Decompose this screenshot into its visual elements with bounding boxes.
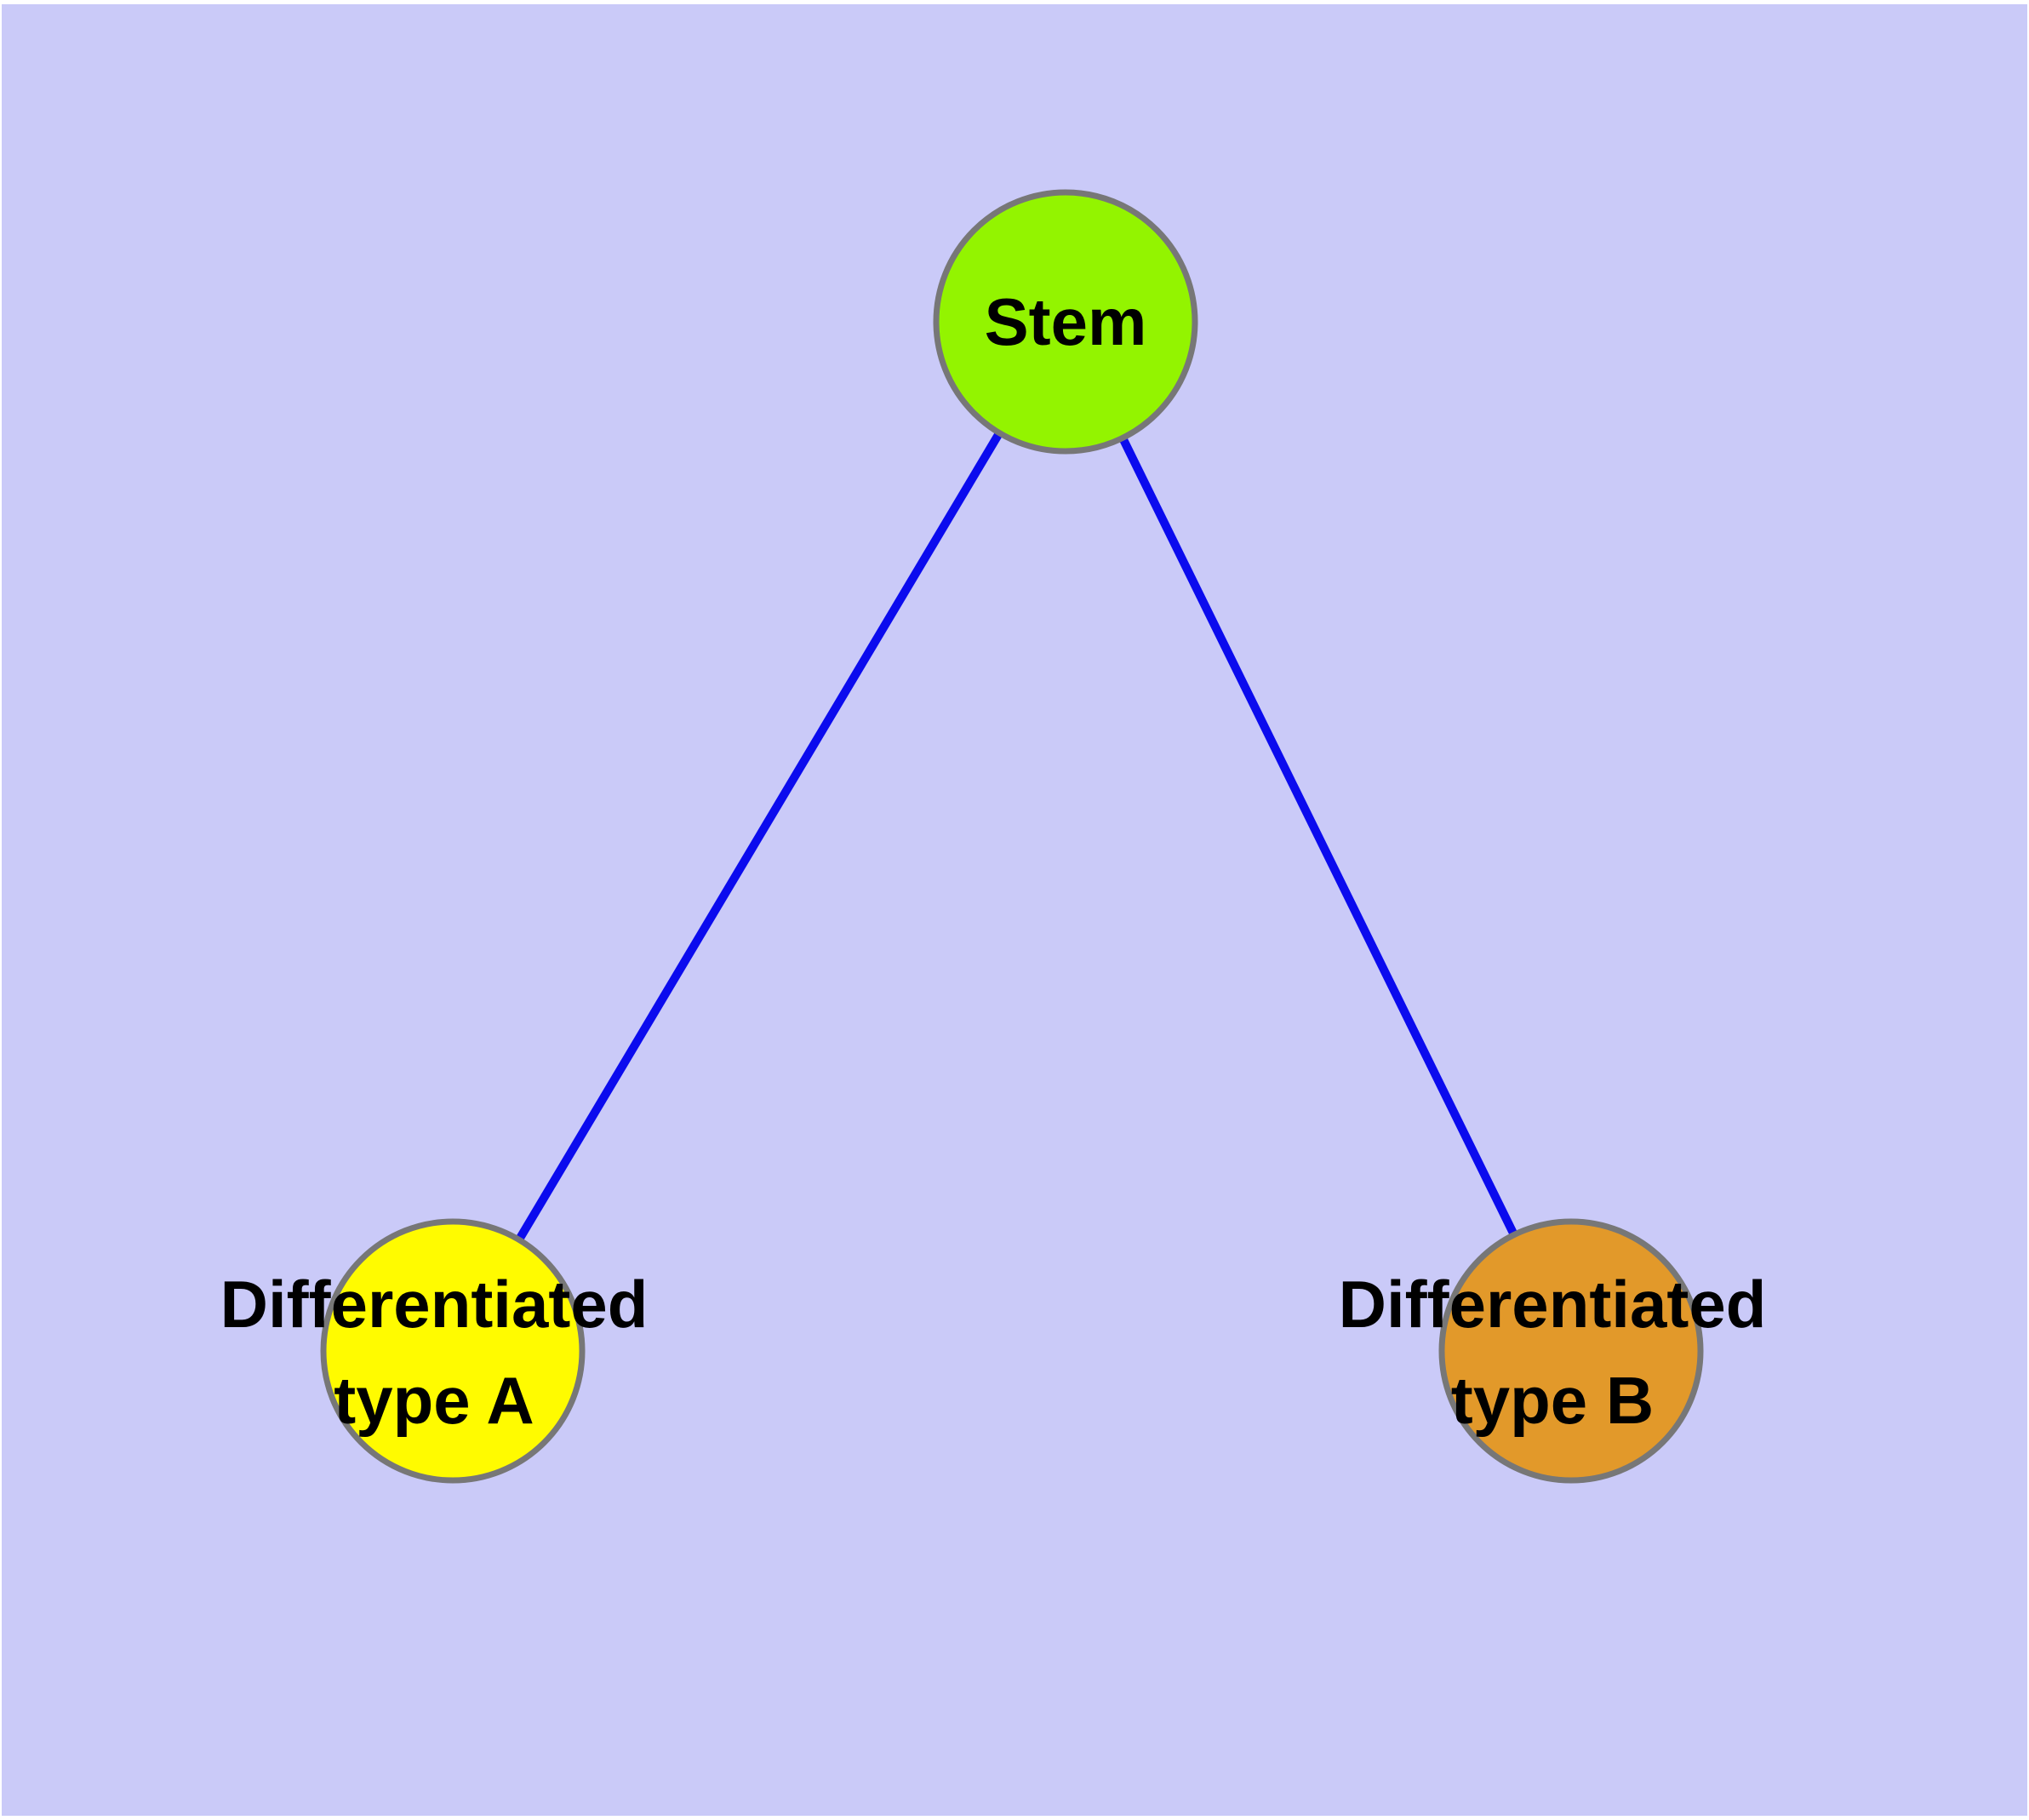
node-stem-circle <box>933 189 1198 455</box>
node-type-a-circle <box>320 1218 586 1484</box>
node-type-b-label-line1: Differentiated <box>1339 1267 1767 1342</box>
edge-stem-to-type-b <box>1061 319 1575 1354</box>
node-type-b-label-line2: type B <box>1451 1363 1654 1438</box>
node-type-a-label-line1: Differentiated <box>220 1267 649 1342</box>
node-type-b-circle <box>1438 1218 1704 1484</box>
node-type-a-label-line2: type A <box>334 1363 534 1438</box>
node-stem-label: Stem <box>985 284 1147 359</box>
edge-stem-to-type-a <box>449 319 1070 1354</box>
